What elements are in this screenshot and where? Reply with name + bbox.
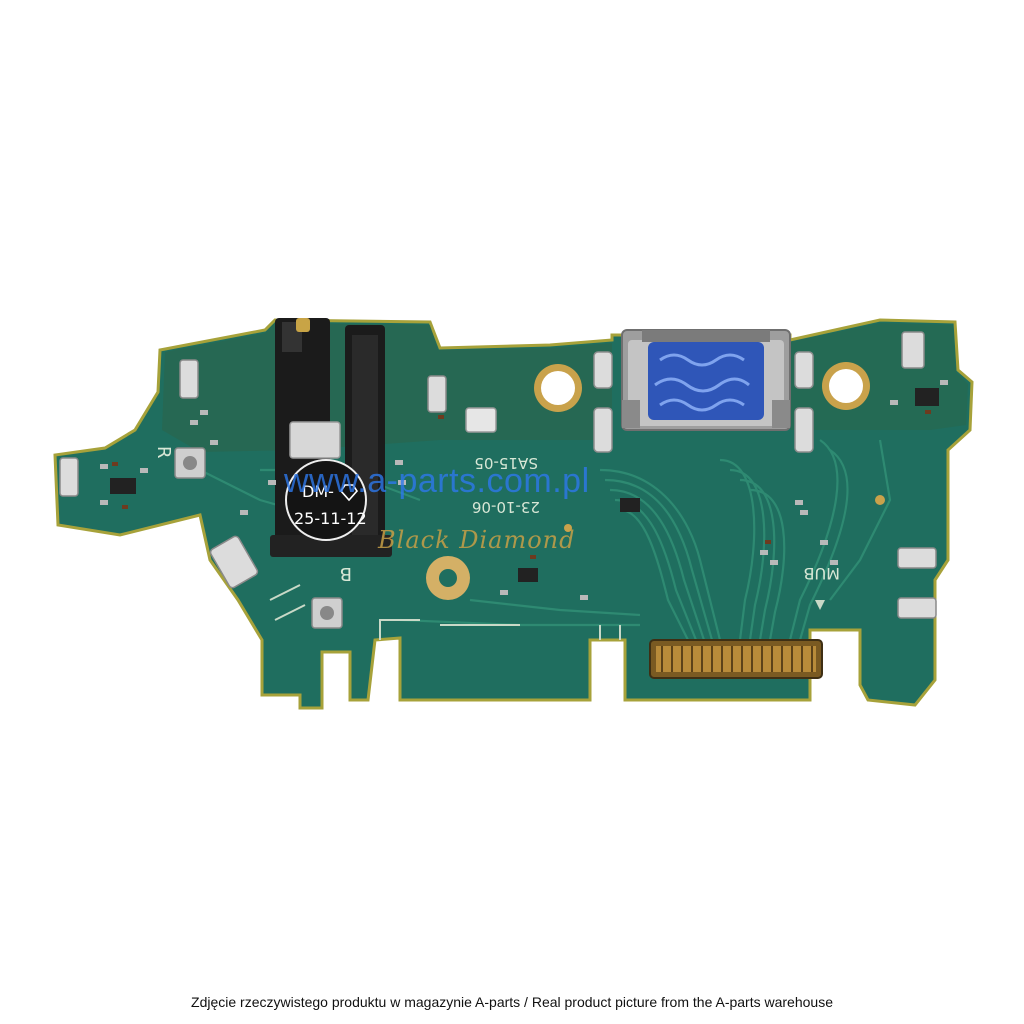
- trace-bundle: [199, 439, 892, 641]
- pcb-top-strip: [162, 323, 612, 452]
- board-connector: [649, 639, 823, 679]
- silk-letter-r: R: [153, 446, 174, 459]
- silk-board-code: SA15-05: [474, 454, 538, 472]
- silk-date-code: 23-10-06: [472, 498, 540, 516]
- silk-arrow-icon: [815, 600, 825, 610]
- pcb-right-strip: [790, 323, 968, 430]
- microphone: [465, 407, 497, 433]
- metal-tabs: [593, 351, 814, 453]
- mounting-holes: [426, 362, 870, 600]
- silk-letter-b: B: [340, 563, 352, 584]
- brand-watermark: Black Diamond: [378, 526, 576, 554]
- date-sticker: DM- 25-11-12: [285, 459, 367, 541]
- photo-caption: Zdjęcie rzeczywistego produktu w magazyn…: [191, 994, 833, 1010]
- usb-c-port: [621, 329, 791, 431]
- silkscreen-lines: [269, 584, 621, 640]
- silk-side-marker: MUB: [804, 564, 841, 583]
- sticker-line1: DM-: [302, 482, 334, 501]
- sticker-line2: 25-11-12: [294, 509, 367, 528]
- site-watermark: www.a-parts.com.pl: [284, 462, 590, 500]
- antenna-connectors: [174, 447, 343, 629]
- sticker-diamond-icon: [339, 484, 359, 502]
- smd-components: [100, 380, 948, 600]
- spring-contacts: [59, 331, 937, 619]
